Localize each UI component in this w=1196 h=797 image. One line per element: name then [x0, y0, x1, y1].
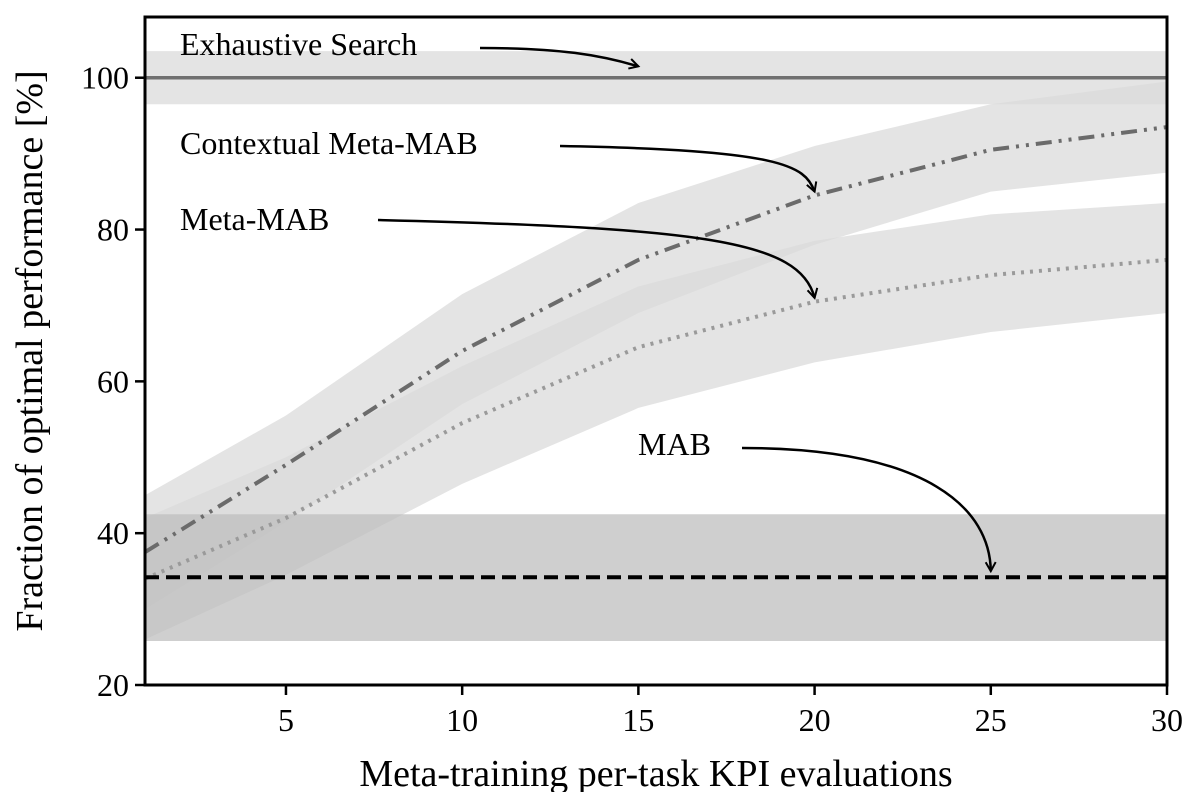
- y-tick-label: 80: [97, 212, 129, 248]
- meta-mab-band: [145, 202, 1167, 640]
- plot-frame: [143, 15, 1169, 687]
- x-axis-title: Meta-training per-task KPI evaluations: [359, 753, 952, 792]
- x-tick-label: 30: [1151, 702, 1183, 738]
- annotation-arrow-exhaustive-search: [479, 46, 638, 66]
- x-tick-label: 15: [622, 702, 654, 738]
- annotation-exhaustive-search: Exhaustive Search: [180, 26, 417, 62]
- x-tick-label: 5: [278, 702, 294, 738]
- y-tick-label: 60: [97, 363, 129, 399]
- y-tick-label: 20: [97, 667, 129, 703]
- y-axis: 20 40 60 80 100: [81, 60, 145, 703]
- y-tick-label: 100: [81, 60, 129, 96]
- contextual-meta-mab-band: [145, 81, 1167, 610]
- annotation-arrow-mab: [741, 446, 991, 571]
- x-tick-label: 20: [799, 702, 831, 738]
- annotation-meta-mab: Meta-MAB: [180, 201, 329, 237]
- y-tick-label: 40: [97, 515, 129, 551]
- x-tick-label: 10: [446, 702, 478, 738]
- meta-mab-line: [145, 257, 1167, 581]
- annotation-arrow-meta-mab: [377, 218, 815, 298]
- x-tick-label: 25: [975, 702, 1007, 738]
- y-axis-title: Fraction of optimal performance [%]: [9, 70, 51, 631]
- annotation-mab: MAB: [638, 426, 711, 462]
- contextual-meta-mab-line: [145, 125, 1167, 554]
- annotation-arrow-contextual-meta-mab: [559, 144, 815, 192]
- annotation-contextual-meta-mab: Contextual Meta-MAB: [180, 125, 478, 161]
- x-axis: 5 10 15 20 25 30: [278, 685, 1183, 738]
- series-lines: [145, 75, 1167, 581]
